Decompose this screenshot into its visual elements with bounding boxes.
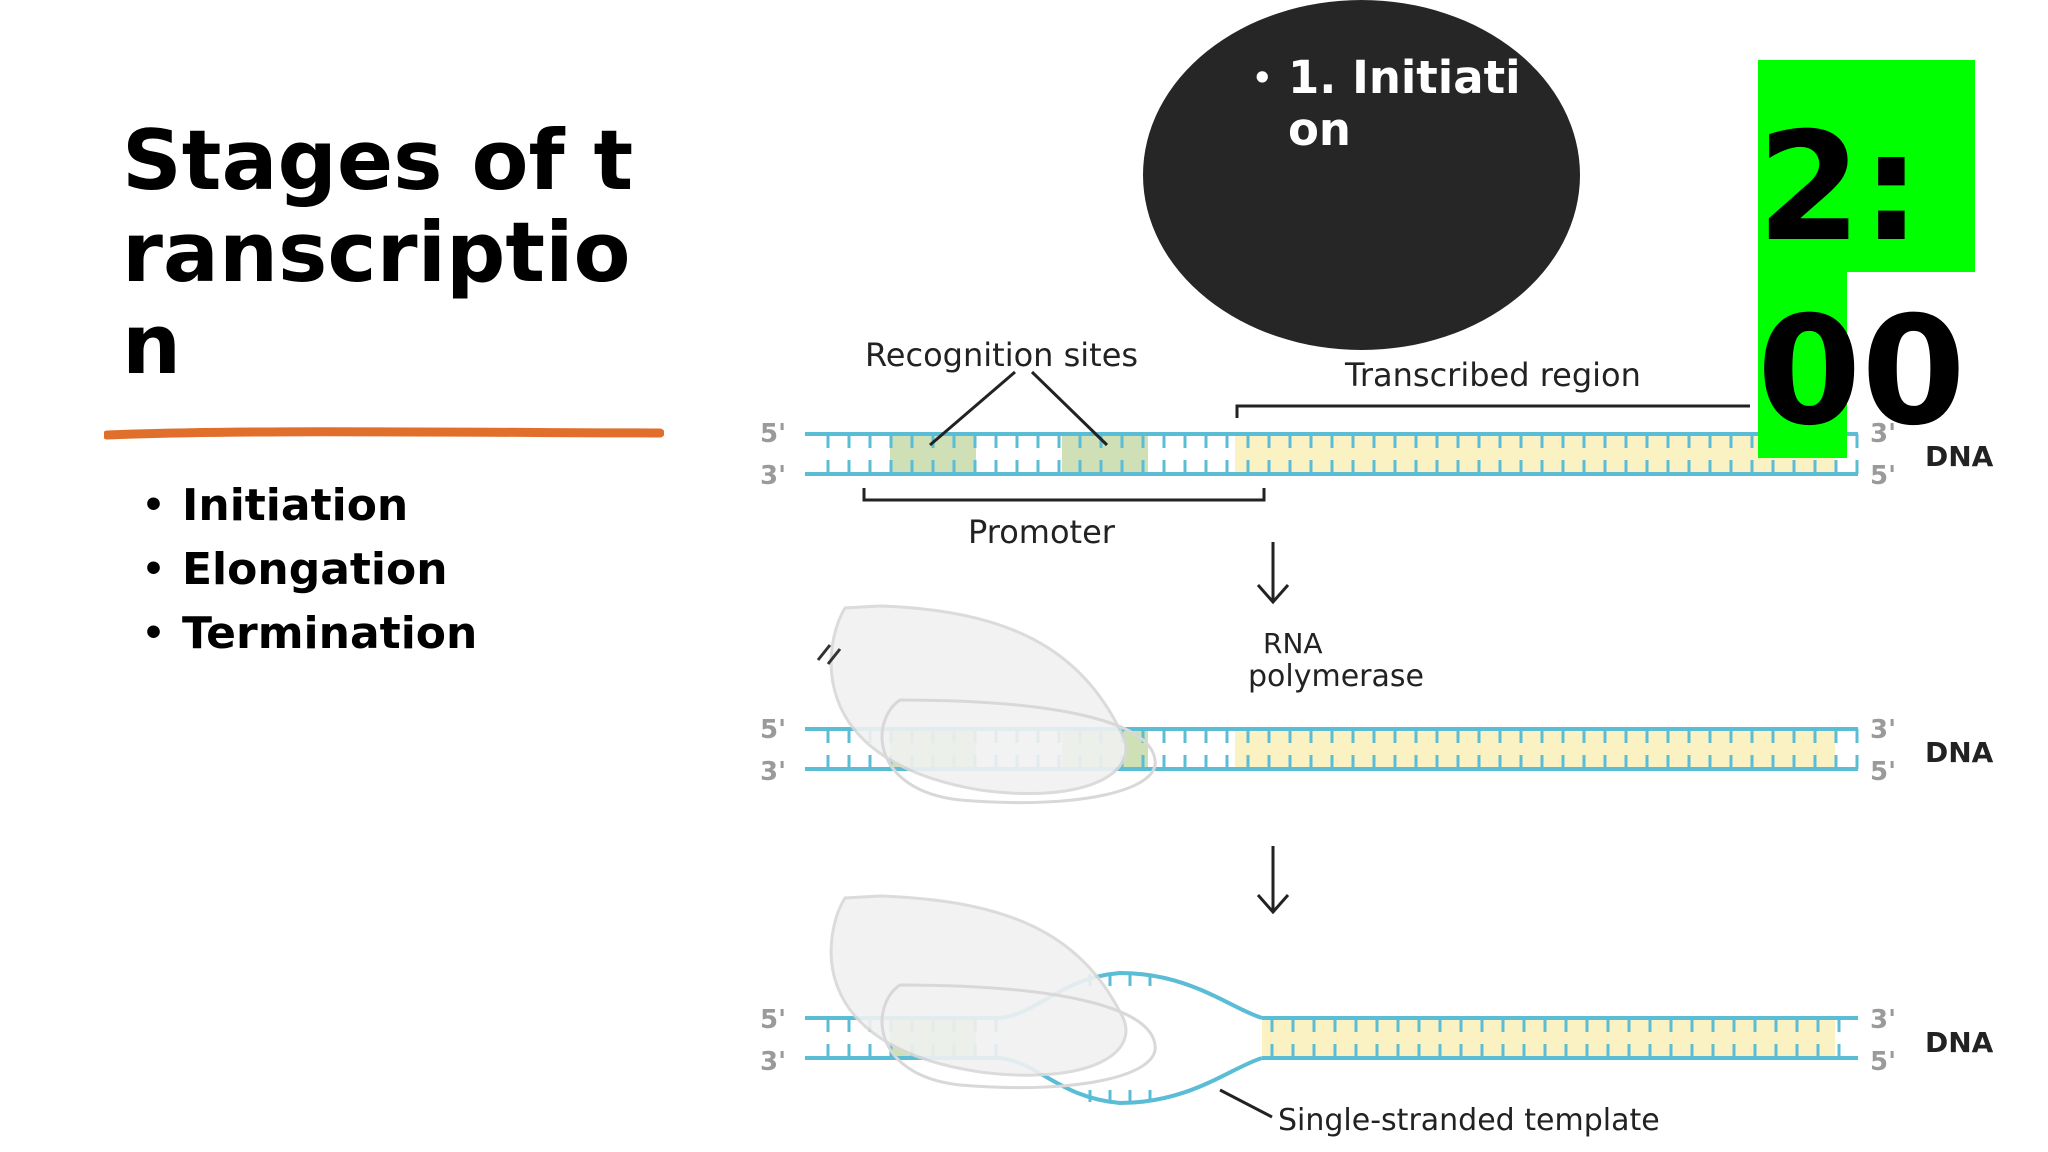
motion-marks [816,644,842,665]
slide-title: Stages of transcription [122,112,634,393]
stage-list: Initiation Elongation Termination [142,474,477,666]
transcribed-region [1262,1018,1835,1058]
five-prime-label: 5' [1870,461,1896,491]
down-arrows [1256,542,1290,915]
three-prime-label: 3' [1870,715,1896,745]
dna-label: DNA [1925,440,1994,473]
rna-polymerase-label-line1: RNA [1263,627,1323,660]
timer-background-lower [1758,272,1847,458]
three-prime-label: 3' [1870,1005,1896,1035]
rna-polymerase-shape-2 [829,894,1157,1090]
recognition-sites-label: Recognition sites [865,336,1138,374]
dna-label: DNA [1925,736,1994,769]
three-prime-label: 3' [1870,419,1896,449]
five-prime-label: 5' [760,419,786,449]
transcribed-region-label: Transcribed region [1344,356,1641,394]
title-underline [104,427,664,440]
transcribed-region-bracket [1235,404,1750,418]
stage-badge-label: 1. Initiation [1252,52,1538,156]
timer-background [1758,60,1975,272]
rna-polymerase-label-line2: polymerase [1248,659,1424,694]
rna-polymerase-shape [829,604,1157,805]
recognition-site [1062,434,1148,474]
single-stranded-template-label: Single-stranded template [1278,1103,1660,1138]
promoter-label: Promoter [968,513,1116,551]
five-prime-label: 5' [760,715,786,745]
stage-item: Initiation [142,474,477,538]
template-pointer-line [1219,1088,1273,1119]
dna-label: DNA [1925,1026,1994,1059]
three-prime-label: 3' [760,757,786,787]
five-prime-label: 5' [1870,757,1896,787]
transcribed-region [1235,729,1835,769]
transcribed-region [1235,434,1835,474]
promoter-bracket [862,488,1266,502]
five-prime-label: 5' [760,1005,786,1035]
stage-item: Termination [142,602,477,666]
countdown-timer: 2:00 [1757,101,1966,459]
three-prime-label: 3' [760,461,786,491]
stage-item: Elongation [142,538,477,602]
three-prime-label: 3' [760,1047,786,1077]
five-prime-label: 5' [1870,1047,1896,1077]
recognition-pointer-lines [929,370,1109,447]
